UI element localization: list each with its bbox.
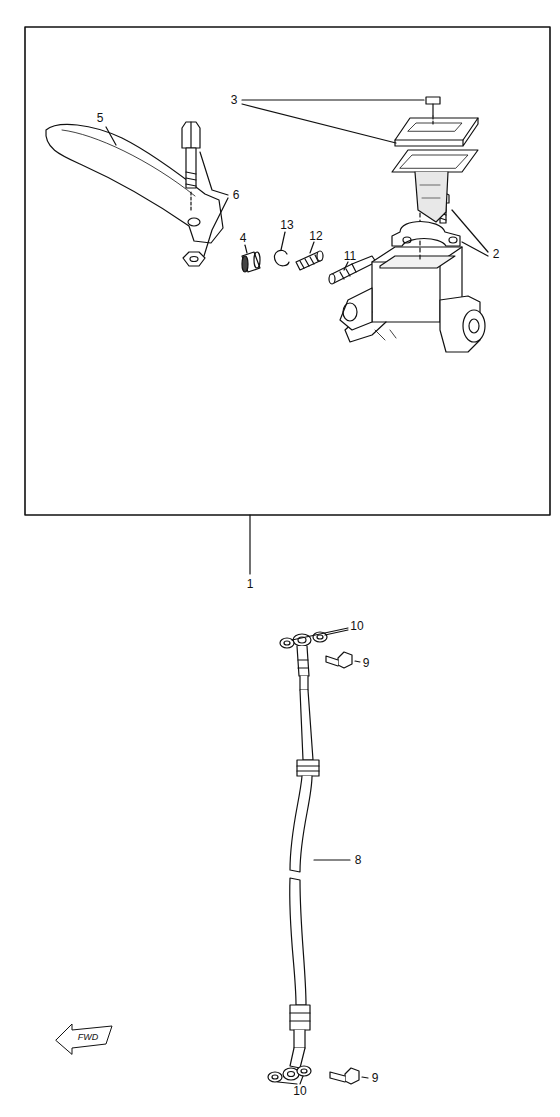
callout-number: 10 bbox=[349, 619, 364, 633]
leader-line bbox=[106, 127, 116, 145]
leader-line bbox=[325, 630, 348, 635]
leader-line bbox=[362, 1077, 368, 1078]
leader-line bbox=[278, 1082, 297, 1084]
reservoir-cap bbox=[392, 118, 478, 222]
pivot-nut bbox=[183, 252, 205, 266]
direction-label: FWD bbox=[77, 1032, 100, 1043]
banjo-bolt bbox=[326, 652, 352, 668]
leader-line bbox=[432, 116, 433, 126]
leader-line bbox=[242, 99, 424, 100]
callout-number: 3 bbox=[230, 93, 239, 107]
leader-line bbox=[249, 515, 250, 574]
banjo-bolt bbox=[330, 1068, 359, 1084]
callout-number: 2 bbox=[492, 247, 501, 261]
callout-number: 4 bbox=[239, 231, 248, 245]
leader-line bbox=[242, 104, 396, 143]
callout-number: 8 bbox=[354, 853, 363, 867]
bushing bbox=[242, 252, 260, 272]
callout-number: 13 bbox=[279, 218, 294, 232]
piston-cup bbox=[296, 251, 323, 270]
leader-line bbox=[300, 1076, 303, 1084]
leader-line bbox=[310, 242, 314, 253]
leader-line bbox=[344, 262, 348, 270]
leader-line bbox=[281, 232, 285, 250]
forward-arrow bbox=[56, 1024, 112, 1054]
handlebar-clamp bbox=[392, 222, 460, 247]
callout-number: 5 bbox=[96, 111, 105, 125]
leader-line bbox=[204, 198, 228, 256]
leader-line bbox=[245, 245, 247, 253]
callout-number: 11 bbox=[343, 249, 357, 263]
cap-screw bbox=[426, 97, 440, 116]
circlip bbox=[274, 250, 289, 265]
callout-number: 6 bbox=[232, 188, 241, 202]
callout-number: 10 bbox=[292, 1084, 307, 1098]
brake-hose bbox=[283, 634, 319, 1080]
leader-line bbox=[200, 152, 228, 195]
leader-line bbox=[355, 661, 360, 662]
assembly-frame bbox=[25, 27, 550, 515]
sealing-washer bbox=[268, 1066, 311, 1082]
callout-number: 9 bbox=[371, 1071, 380, 1085]
callout-number: 1 bbox=[246, 577, 255, 591]
pivot-bolt bbox=[182, 122, 200, 210]
leader-line bbox=[314, 859, 350, 860]
leader-line bbox=[292, 628, 348, 640]
master-cylinder-body bbox=[340, 247, 485, 352]
callout-number: 9 bbox=[362, 656, 371, 670]
callout-number: 12 bbox=[308, 229, 323, 243]
leader-line bbox=[462, 242, 488, 256]
